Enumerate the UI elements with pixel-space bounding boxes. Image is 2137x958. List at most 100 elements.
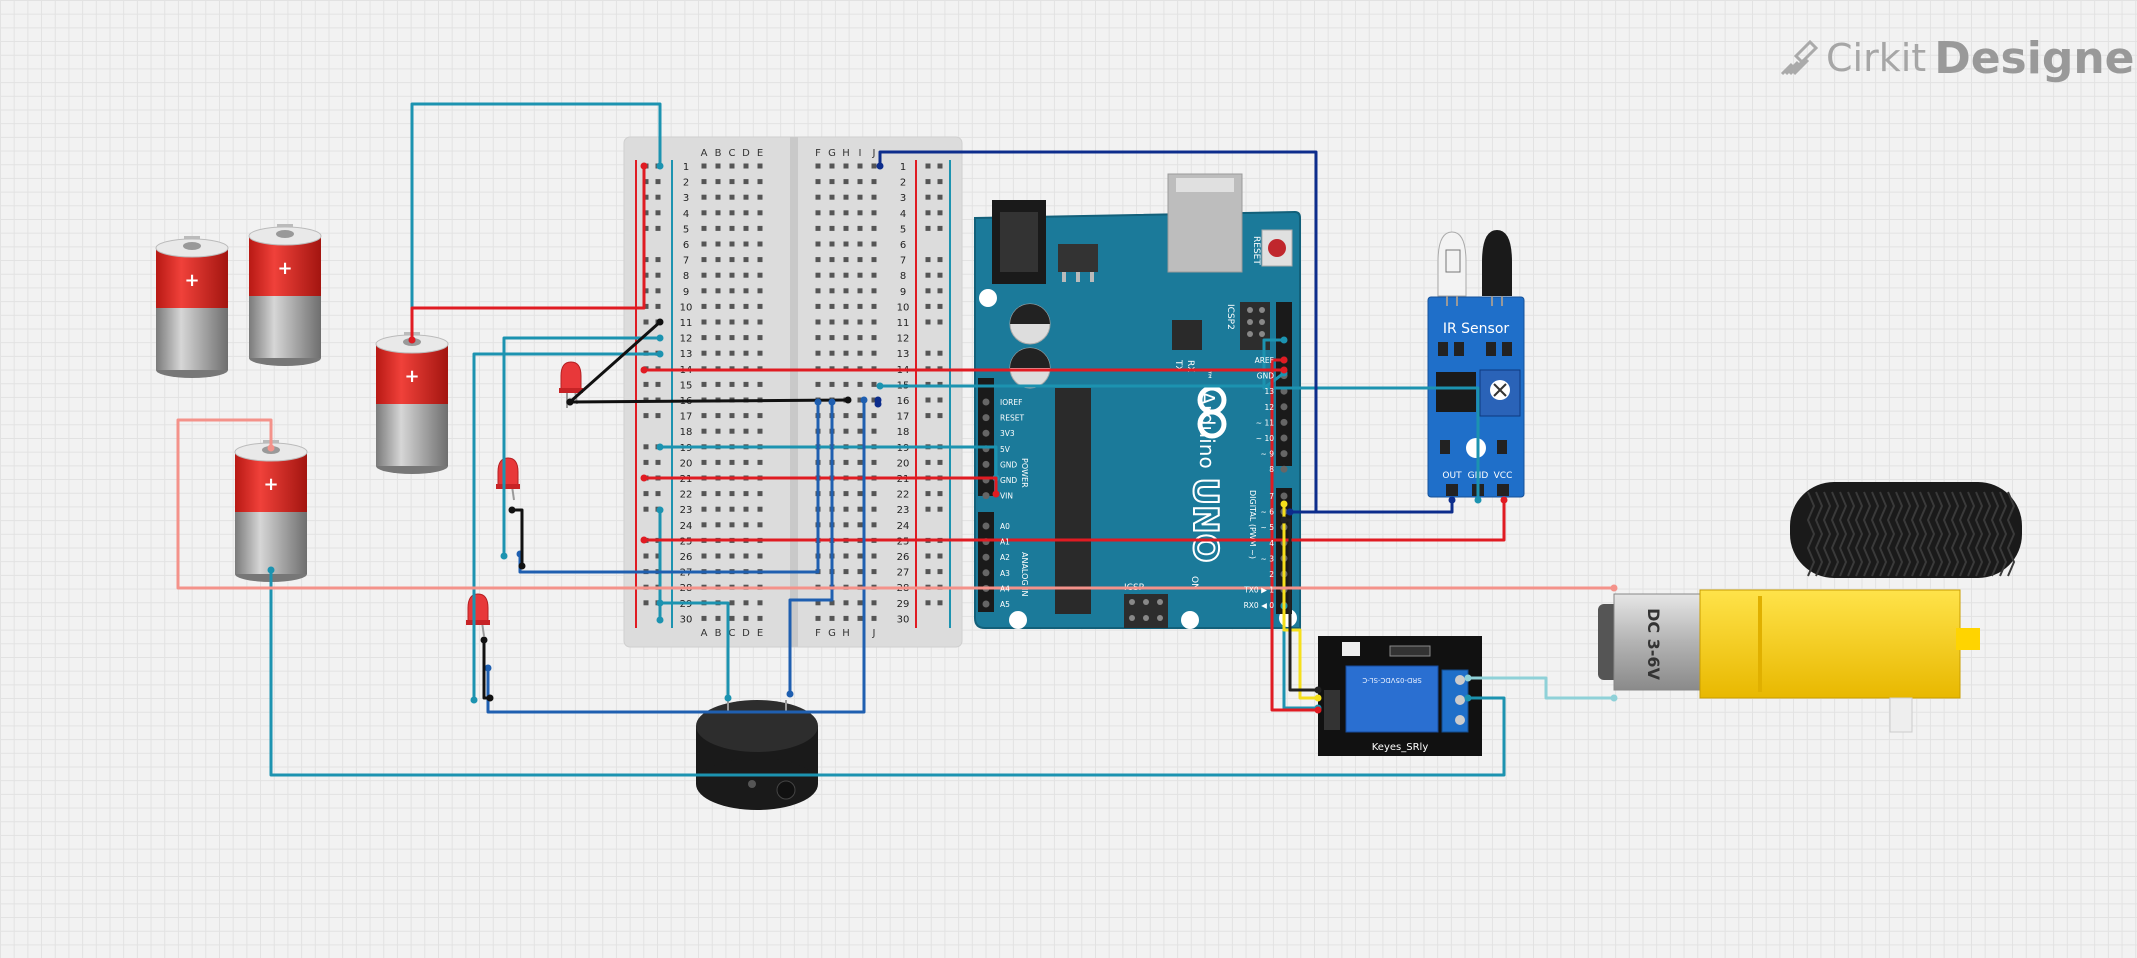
breadboard-hole[interactable] — [857, 288, 863, 294]
wire-endpoint[interactable] — [874, 396, 882, 404]
wire-endpoint[interactable] — [656, 443, 664, 451]
wire[interactable] — [472, 352, 660, 700]
rail-hole[interactable] — [643, 491, 649, 497]
breadboard-hole[interactable] — [701, 179, 707, 185]
wire-endpoint[interactable] — [724, 694, 732, 702]
wire-endpoint[interactable] — [656, 334, 664, 342]
rail-hole[interactable] — [925, 459, 931, 465]
battery[interactable]: + — [375, 332, 449, 474]
arduino-header-pin[interactable] — [1280, 450, 1288, 458]
rail-hole[interactable] — [925, 491, 931, 497]
breadboard-hole[interactable] — [715, 210, 721, 216]
breadboard-hole[interactable] — [857, 272, 863, 278]
wire[interactable] — [569, 320, 661, 404]
wire-endpoint[interactable] — [408, 336, 416, 344]
breadboard-hole[interactable] — [715, 241, 721, 247]
wire-endpoint[interactable] — [1610, 694, 1618, 702]
rail-hole[interactable] — [925, 272, 931, 278]
wire[interactable] — [1290, 500, 1454, 514]
breadboard-hole[interactable] — [857, 428, 863, 434]
rail-hole[interactable] — [937, 210, 943, 216]
arduino-header-pin[interactable] — [982, 522, 990, 530]
rail-hole[interactable] — [643, 600, 649, 606]
wire-endpoint[interactable] — [518, 562, 526, 570]
breadboard-hole[interactable] — [843, 210, 849, 216]
arduino-header-pin[interactable] — [982, 460, 990, 468]
breadboard-hole[interactable] — [871, 350, 877, 356]
breadboard-hole[interactable] — [829, 257, 835, 263]
breadboard-hole[interactable] — [729, 350, 735, 356]
breadboard-hole[interactable] — [743, 600, 749, 606]
breadboard-hole[interactable] — [743, 428, 749, 434]
breadboard-hole[interactable] — [757, 615, 763, 621]
breadboard-hole[interactable] — [815, 179, 821, 185]
breadboard-hole[interactable] — [701, 491, 707, 497]
breadboard-hole[interactable] — [757, 428, 763, 434]
wire-endpoint[interactable] — [656, 162, 664, 170]
wire[interactable] — [176, 418, 1614, 590]
wire-endpoint[interactable] — [486, 694, 494, 702]
breadboard-hole[interactable] — [715, 194, 721, 200]
breadboard-hole[interactable] — [843, 381, 849, 387]
rail-hole[interactable] — [643, 179, 649, 185]
breadboard-hole[interactable] — [757, 381, 763, 387]
breadboard-hole[interactable] — [815, 615, 821, 621]
rail-hole[interactable] — [937, 459, 943, 465]
rail-hole[interactable] — [655, 210, 661, 216]
breadboard-hole[interactable] — [715, 288, 721, 294]
breadboard-hole[interactable] — [701, 553, 707, 559]
breadboard-hole[interactable] — [757, 272, 763, 278]
led-red[interactable] — [466, 593, 490, 640]
wire-endpoint[interactable] — [566, 398, 574, 406]
breadboard-hole[interactable] — [701, 522, 707, 528]
wire-endpoint[interactable] — [480, 636, 488, 644]
breadboard-hole[interactable] — [857, 319, 863, 325]
wire-endpoint[interactable] — [267, 444, 275, 452]
arduino-header-pin[interactable] — [982, 492, 990, 500]
breadboard-hole[interactable] — [729, 225, 735, 231]
breadboard-hole[interactable] — [715, 522, 721, 528]
wire-endpoint[interactable] — [640, 366, 648, 374]
wire[interactable] — [569, 398, 849, 404]
breadboard-hole[interactable] — [729, 241, 735, 247]
breadboard-hole[interactable] — [857, 459, 863, 465]
breadboard-hole[interactable] — [871, 506, 877, 512]
breadboard-hole[interactable] — [715, 225, 721, 231]
breadboard-hole[interactable] — [729, 272, 735, 278]
breadboard-hole[interactable] — [701, 194, 707, 200]
breadboard-hole[interactable] — [743, 553, 749, 559]
breadboard-hole[interactable] — [815, 257, 821, 263]
breadboard-hole[interactable] — [715, 335, 721, 341]
wire-endpoint[interactable] — [1280, 336, 1288, 344]
breadboard-hole[interactable] — [843, 335, 849, 341]
breadboard-hole[interactable] — [815, 210, 821, 216]
wire-endpoint[interactable] — [814, 398, 822, 406]
breadboard-hole[interactable] — [871, 413, 877, 419]
breadboard-hole[interactable] — [729, 506, 735, 512]
wire-endpoint[interactable] — [470, 696, 478, 704]
breadboard-hole[interactable] — [743, 225, 749, 231]
wire[interactable] — [1262, 371, 1480, 500]
breadboard-hole[interactable] — [871, 428, 877, 434]
wire-endpoint[interactable] — [500, 552, 508, 560]
breadboard-hole[interactable] — [843, 319, 849, 325]
breadboard-hole[interactable] — [701, 288, 707, 294]
breadboard-hole[interactable] — [715, 615, 721, 621]
battery[interactable]: + — [234, 440, 308, 582]
arduino-header-pin[interactable] — [982, 429, 990, 437]
breadboard-hole[interactable] — [729, 288, 735, 294]
rail-hole[interactable] — [655, 381, 661, 387]
batteries[interactable]: ++++ — [155, 224, 449, 582]
breadboard-hole[interactable] — [843, 257, 849, 263]
rail-hole[interactable] — [937, 569, 943, 575]
wire-endpoint[interactable] — [1280, 516, 1288, 524]
breadboard-hole[interactable] — [843, 303, 849, 309]
breadboard-hole[interactable] — [743, 319, 749, 325]
wire-endpoint[interactable] — [992, 490, 1000, 498]
breadboard-hole[interactable] — [743, 335, 749, 341]
breadboard-hole[interactable] — [757, 335, 763, 341]
breadboard-hole[interactable] — [871, 257, 877, 263]
breadboard-hole[interactable] — [701, 210, 707, 216]
wire[interactable] — [518, 402, 820, 574]
breadboard-hole[interactable] — [715, 319, 721, 325]
